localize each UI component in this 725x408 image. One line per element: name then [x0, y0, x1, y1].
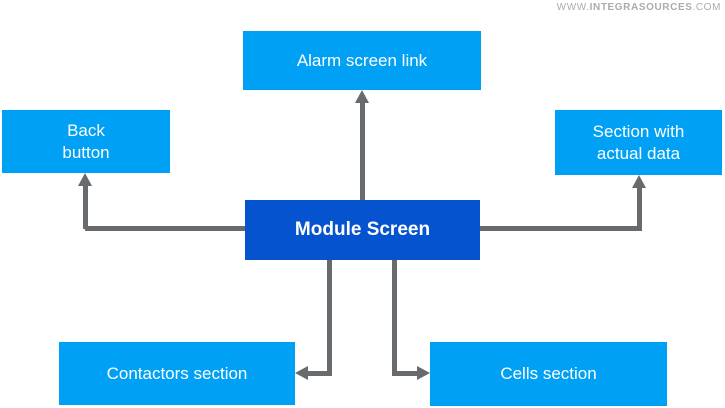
arrow-to-back-vertical-line — [83, 185, 88, 229]
node-back-label-line2: button — [62, 142, 110, 162]
watermark-brand: INTEGRASOURCES — [589, 2, 693, 13]
node-back-label-line1: Back — [67, 120, 105, 140]
arrow-to-contactors-arrowhead-icon — [295, 366, 308, 380]
arrow-to-cells-arrowhead-icon — [417, 366, 430, 380]
watermark-prefix: WWW. — [556, 2, 590, 13]
arrow-to-back-arrowhead-icon — [78, 173, 92, 186]
arrow-to-cells-vertical-line — [392, 258, 397, 375]
arrow-to-back-horizontal-line — [85, 226, 247, 231]
arrow-to-contactors-vertical-line — [327, 258, 332, 375]
watermark-suffix: .COM — [692, 2, 721, 13]
node-contactors-section: Contactors section — [59, 342, 295, 405]
arrow-to-section-horizontal-line — [478, 226, 642, 231]
node-cells-label: Cells section — [500, 364, 597, 383]
arrow-to-alarm-line — [360, 102, 365, 200]
node-section-with-actual-data: Section with actual data — [555, 110, 722, 175]
node-alarm-label: Alarm screen link — [296, 50, 428, 70]
arrow-to-cells-horizontal-line — [392, 371, 418, 376]
arrow-to-section-vertical-line — [637, 187, 642, 229]
node-section-label-line2: actual data — [596, 143, 681, 163]
arrow-to-contactors-horizontal-line — [307, 371, 332, 376]
node-cells-section: Cells section — [430, 342, 667, 406]
arrow-to-section-arrowhead-icon — [632, 175, 646, 188]
node-back-button: Back button — [2, 110, 170, 173]
arrow-to-alarm-arrowhead-icon — [355, 90, 369, 103]
watermark: WWW.INTEGRASOURCES.COM — [557, 2, 721, 13]
node-alarm-screen-link: Alarm screen link — [243, 31, 481, 90]
node-section-label-line1: Section with — [592, 121, 685, 141]
node-module-screen: Module Screen — [245, 200, 480, 260]
node-module-screen-label: Module Screen — [294, 219, 431, 240]
node-contactors-label: Contactors section — [106, 363, 248, 383]
